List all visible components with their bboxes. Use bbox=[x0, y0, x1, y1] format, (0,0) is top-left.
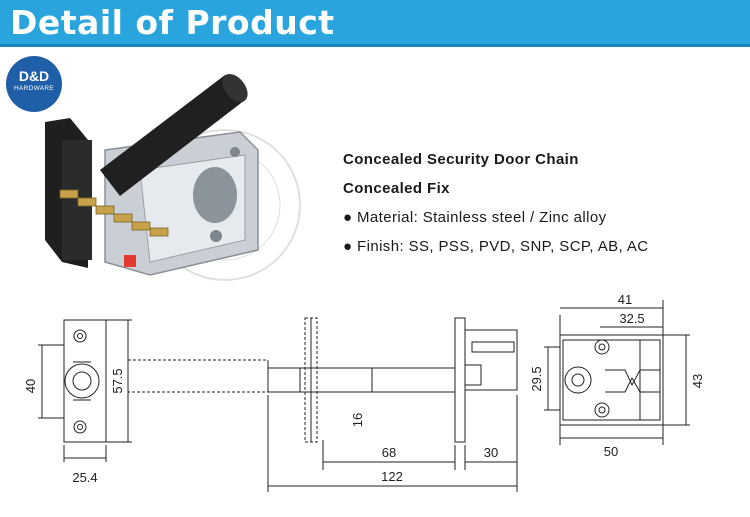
dim-length-30: 30 bbox=[484, 445, 498, 460]
dim-total-length: 122 bbox=[381, 469, 403, 484]
front-view-plate bbox=[63, 319, 107, 443]
technical-drawing bbox=[38, 300, 690, 492]
header-banner bbox=[0, 0, 750, 44]
dim-body-width: 16 bbox=[350, 413, 365, 427]
material-line: ● Material: Stainless steel / Zinc alloy bbox=[343, 209, 607, 226]
dim-side-32-5: 32.5 bbox=[619, 311, 644, 326]
dim-front-width: 25.4 bbox=[72, 470, 97, 485]
logo-sub: HARDWARE bbox=[13, 85, 55, 92]
dim-front-hole-spacing: 57.5 bbox=[110, 368, 125, 393]
dim-side-43: 43 bbox=[690, 374, 705, 388]
page-title: Detail of Product bbox=[10, 3, 335, 42]
brand-logo: D&D HARDWARE bbox=[6, 56, 62, 112]
header-stripe bbox=[0, 44, 750, 47]
side-view-plate bbox=[559, 334, 664, 426]
dim-front-height: 40 bbox=[23, 379, 38, 393]
dim-side-41: 41 bbox=[618, 292, 632, 307]
dim-side-29-5: 29.5 bbox=[529, 366, 544, 391]
dim-length-68: 68 bbox=[382, 445, 396, 460]
product-name: Concealed Security Door Chain bbox=[343, 151, 579, 168]
logo-mark: D&D bbox=[18, 68, 50, 84]
dim-side-50: 50 bbox=[604, 444, 618, 459]
finish-line: ● Finish: SS, PSS, PVD, SNP, SCP, AB, AC bbox=[343, 238, 649, 255]
fix-type: Concealed Fix bbox=[343, 180, 450, 197]
